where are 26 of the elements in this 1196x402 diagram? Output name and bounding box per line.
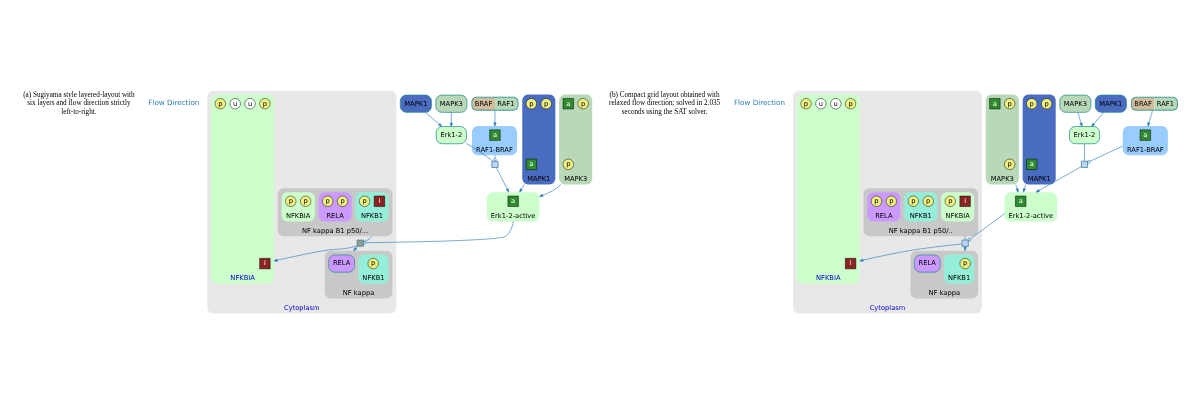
connector (1084, 142, 1085, 161)
arrow (1077, 111, 1083, 127)
arrow (963, 245, 967, 251)
arrow (273, 244, 358, 262)
connector (363, 235, 373, 242)
arrow (1035, 165, 1082, 192)
node-box (1081, 160, 1088, 168)
connector (363, 220, 514, 244)
arrow (353, 245, 358, 251)
connector (967, 212, 1005, 241)
arrow (493, 110, 497, 126)
arrow (425, 111, 443, 127)
connector (964, 235, 966, 240)
arrow (1147, 110, 1153, 126)
arrow (519, 183, 525, 192)
connector (493, 154, 497, 161)
arrow (496, 166, 510, 192)
arrow (1022, 183, 1027, 192)
arrow (449, 111, 453, 127)
arrow (1015, 183, 1019, 192)
arrow (539, 183, 562, 197)
arrow (859, 243, 963, 262)
node-box (491, 160, 499, 168)
arrow (1091, 111, 1105, 127)
connector (1087, 145, 1124, 163)
connector (466, 142, 493, 162)
